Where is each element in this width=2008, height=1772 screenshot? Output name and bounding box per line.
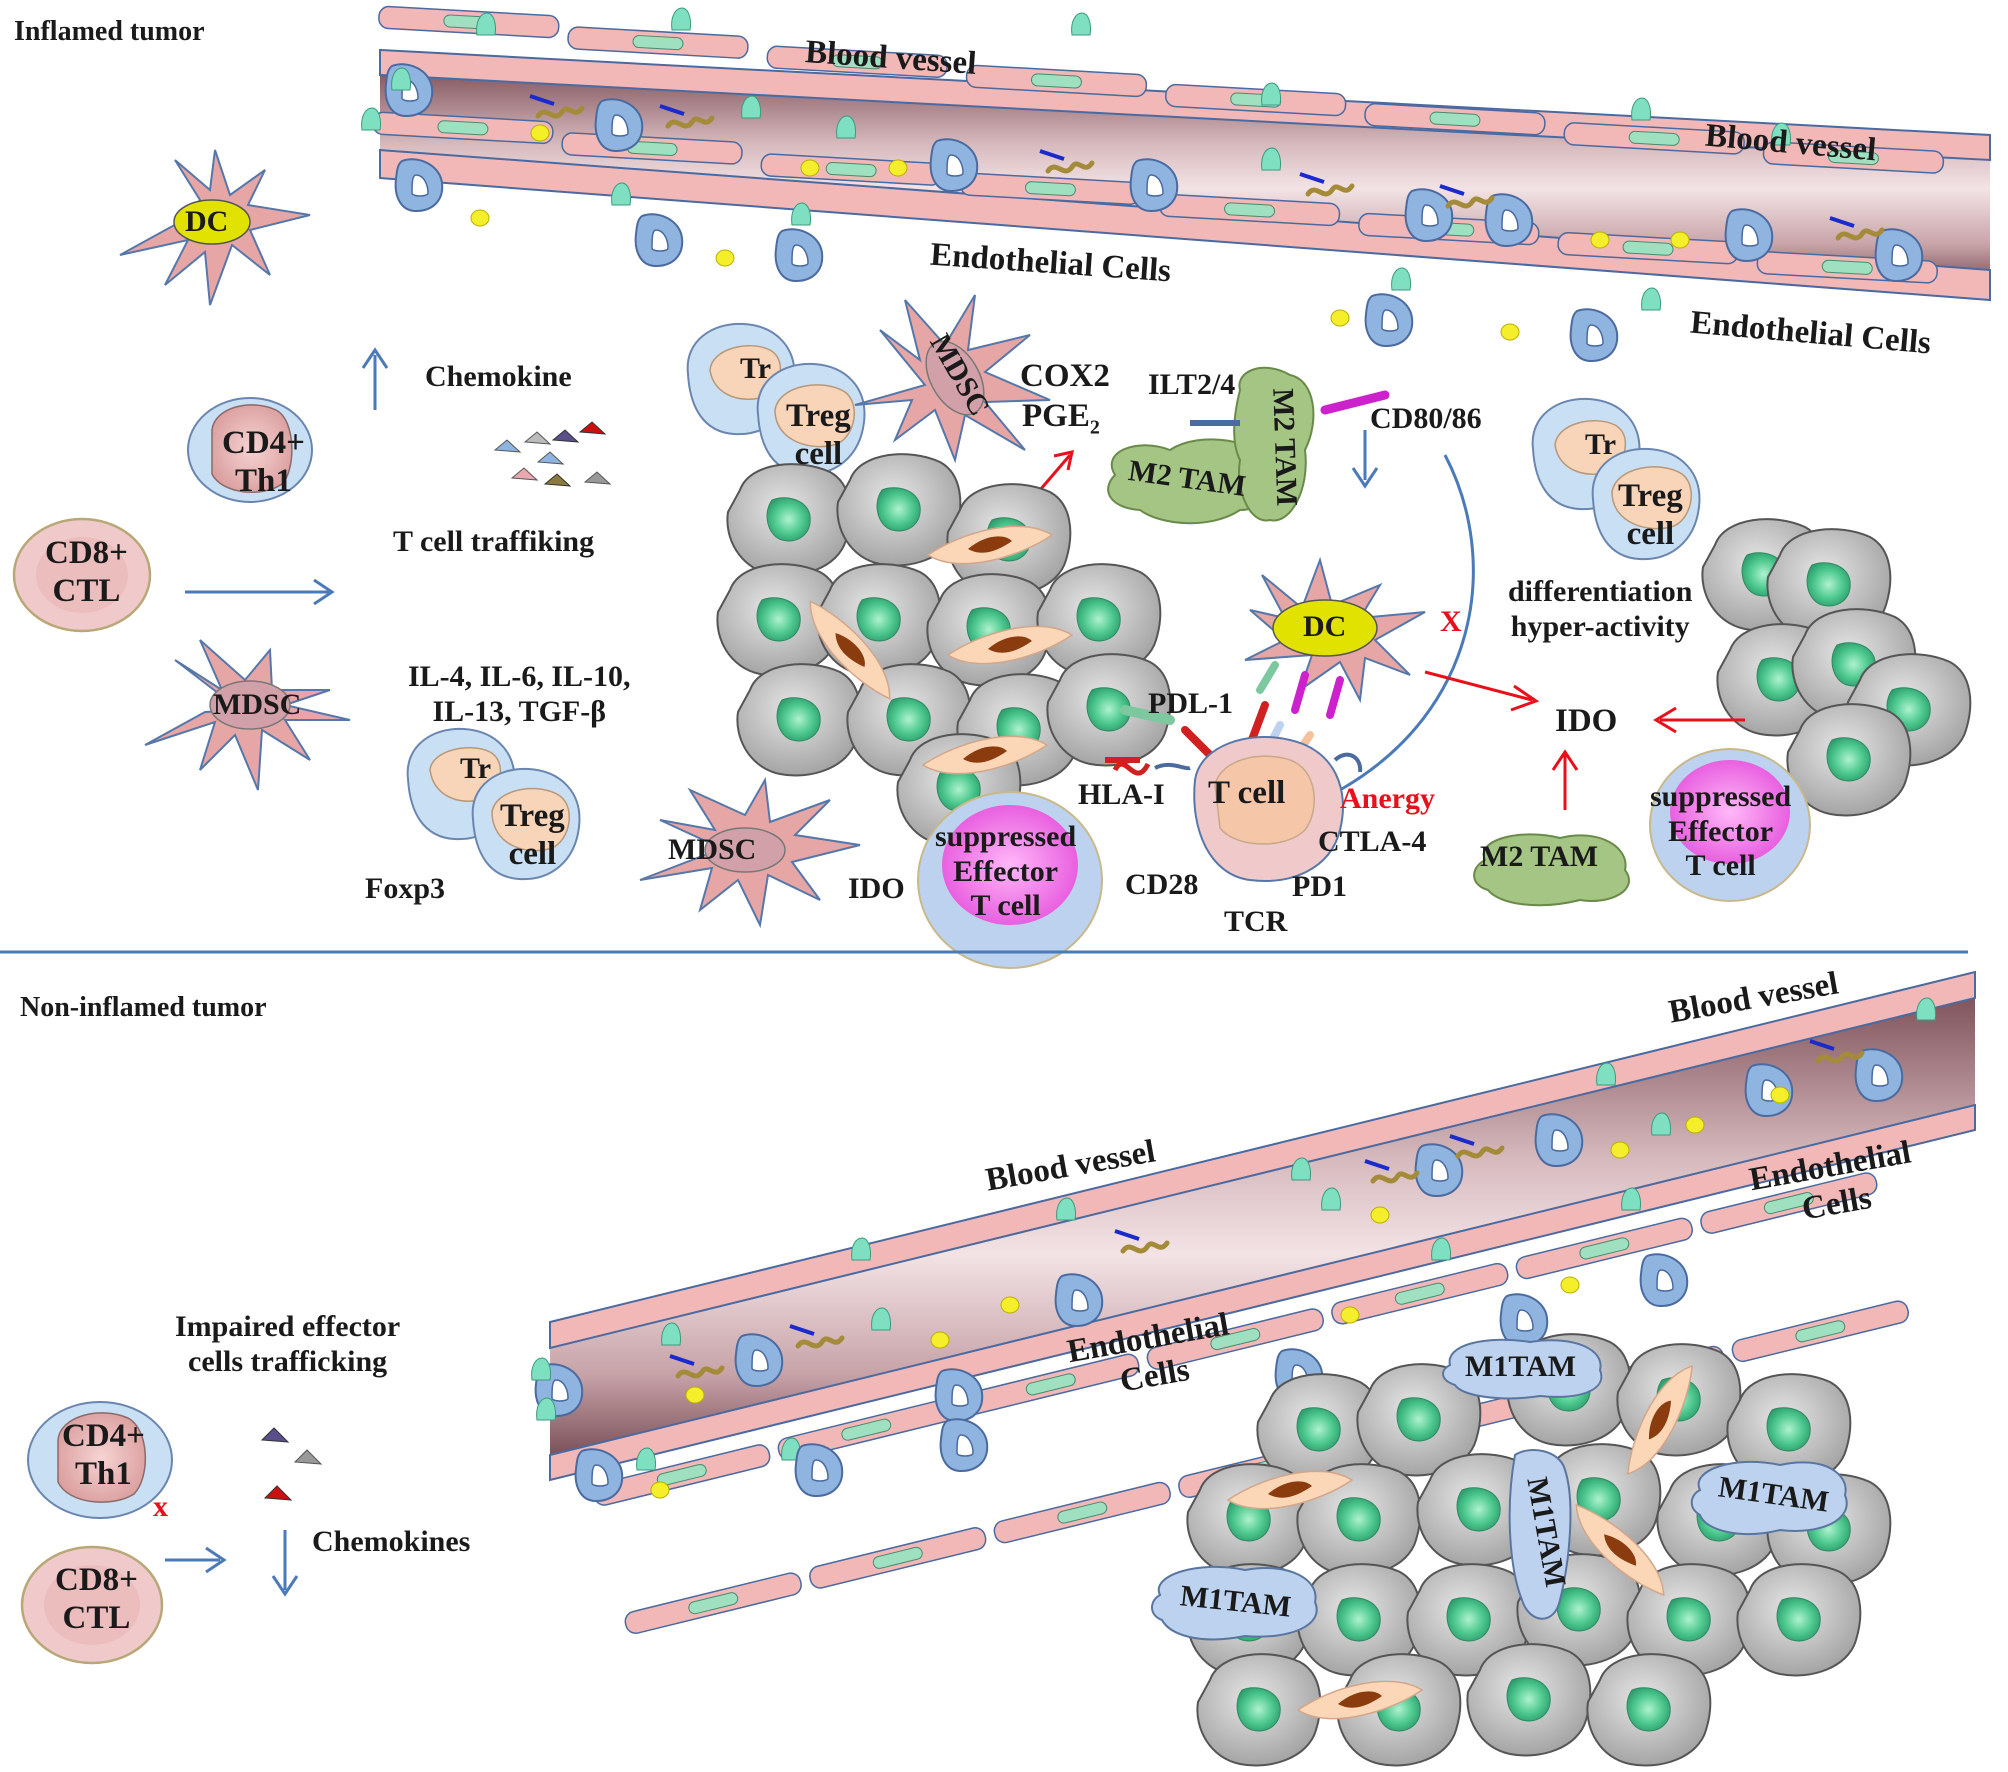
blood-vessel-bottom — [534, 970, 1976, 1637]
m1-tam-cells — [1151, 1338, 1848, 1641]
t-cell-center — [1193, 736, 1344, 882]
cd4-th1-cell-bottom — [27, 1401, 173, 1519]
cd4-th1-cell-top — [187, 397, 313, 503]
treg-cells-center — [686, 322, 866, 476]
suppressed-effector-cell-right — [1649, 748, 1811, 902]
cd8-ctl-cell-top — [12, 517, 152, 633]
dc-cell-center — [1244, 556, 1426, 704]
chemokine-cluster-bottom — [260, 1427, 323, 1501]
mdsc-cell-left — [144, 639, 351, 791]
m2-tam-cells — [1107, 366, 1630, 907]
chemokine-cluster — [493, 421, 612, 487]
mdsc-cell-top-center — [854, 294, 1051, 464]
cd8-ctl-cell-bottom — [20, 1545, 164, 1665]
tumor-cluster-inflamed — [716, 453, 1172, 847]
dc-cell-top — [119, 149, 311, 306]
treg-cells-left — [406, 727, 581, 881]
blood-vessel-top — [371, 5, 1991, 302]
mdsc-cell-bottom — [639, 776, 861, 929]
treg-cells-right — [1531, 397, 1701, 561]
suppressed-effector-cell-left — [917, 791, 1103, 969]
